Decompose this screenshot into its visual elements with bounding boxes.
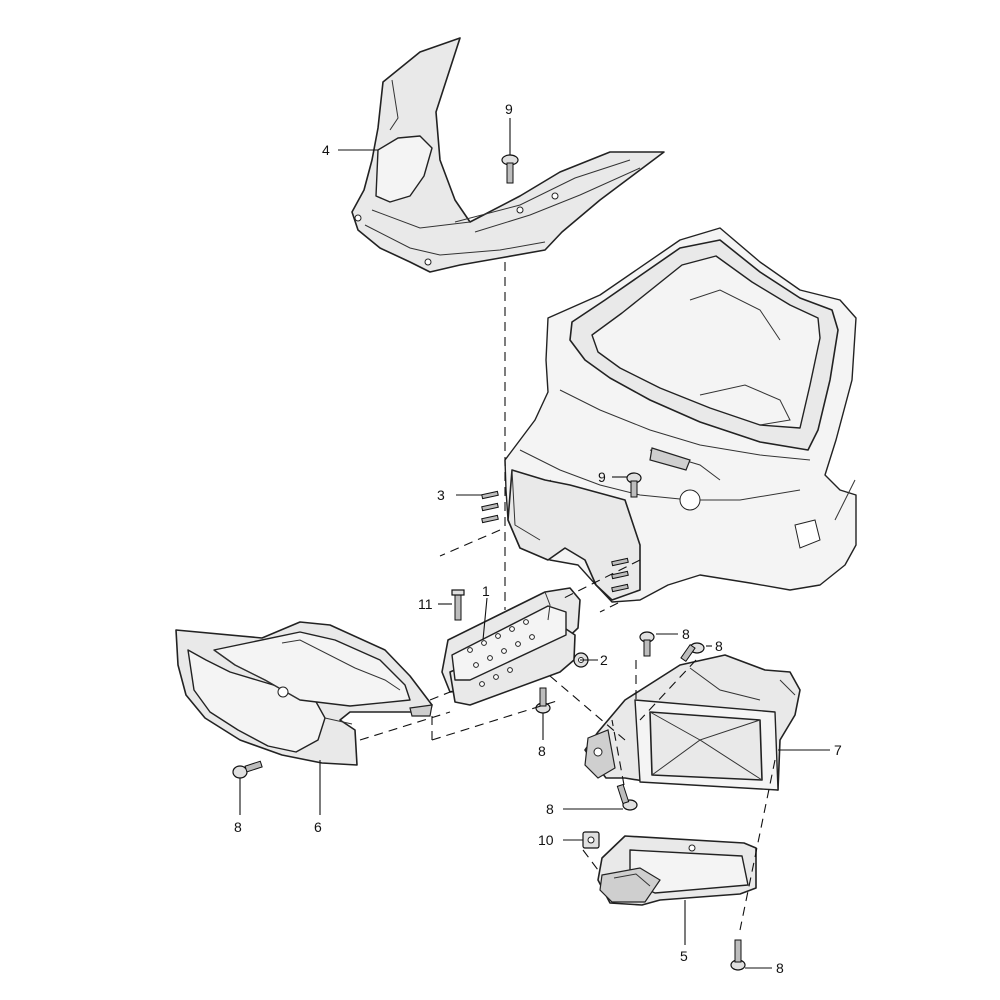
part-1-radiator bbox=[441, 587, 581, 706]
callout-8-upper-right-b: 8 bbox=[715, 638, 723, 654]
callout-5: 5 bbox=[680, 948, 688, 964]
callout-4: 4 bbox=[322, 142, 330, 158]
part-8-bolt-upper-right-b bbox=[680, 642, 705, 662]
callout-1: 1 bbox=[482, 583, 490, 599]
assembly-dashed-lines bbox=[359, 262, 776, 931]
callout-8-mid-right: 8 bbox=[546, 801, 554, 817]
callout-labels: 4 9 9 3 1 11 2 8 8 7 8 8 6 8 10 5 8 bbox=[234, 101, 842, 976]
part-9-bolt-upper bbox=[501, 154, 519, 184]
callout-8-left: 8 bbox=[234, 819, 242, 835]
part-3-studs bbox=[481, 490, 629, 593]
part-9-bolt-lower bbox=[626, 472, 642, 498]
part-8-bolt-mid-right bbox=[616, 783, 638, 811]
part-8-bolt-center bbox=[535, 687, 551, 714]
callout-6: 6 bbox=[314, 819, 322, 835]
callout-8-center: 8 bbox=[538, 743, 546, 759]
radiator-holes bbox=[467, 619, 535, 687]
callout-8-upper-right-a: 8 bbox=[682, 626, 690, 642]
callout-10: 10 bbox=[538, 832, 554, 848]
callout-3: 3 bbox=[437, 487, 445, 503]
part-4-upper-air-duct bbox=[351, 37, 665, 273]
vehicle-body-rear-section bbox=[504, 227, 857, 603]
part-7-side-air-duct bbox=[584, 654, 801, 791]
part-8-bolt-upper-right-a bbox=[639, 631, 655, 657]
callout-11: 11 bbox=[418, 596, 433, 612]
callout-9-lower: 9 bbox=[598, 469, 606, 485]
part-6-front-duct bbox=[175, 621, 433, 766]
part-8-bolt-left bbox=[232, 760, 263, 779]
callout-9-upper: 9 bbox=[505, 101, 513, 117]
callout-8-bottom: 8 bbox=[776, 960, 784, 976]
part-11-stud bbox=[451, 589, 465, 621]
callout-7: 7 bbox=[834, 742, 842, 758]
part-10-clip-nut bbox=[582, 831, 600, 849]
callout-2: 2 bbox=[600, 652, 608, 668]
leader-lines bbox=[239, 118, 830, 969]
part-5-lower-air-duct bbox=[597, 835, 757, 906]
part-8-bolt-bottom bbox=[730, 939, 746, 971]
